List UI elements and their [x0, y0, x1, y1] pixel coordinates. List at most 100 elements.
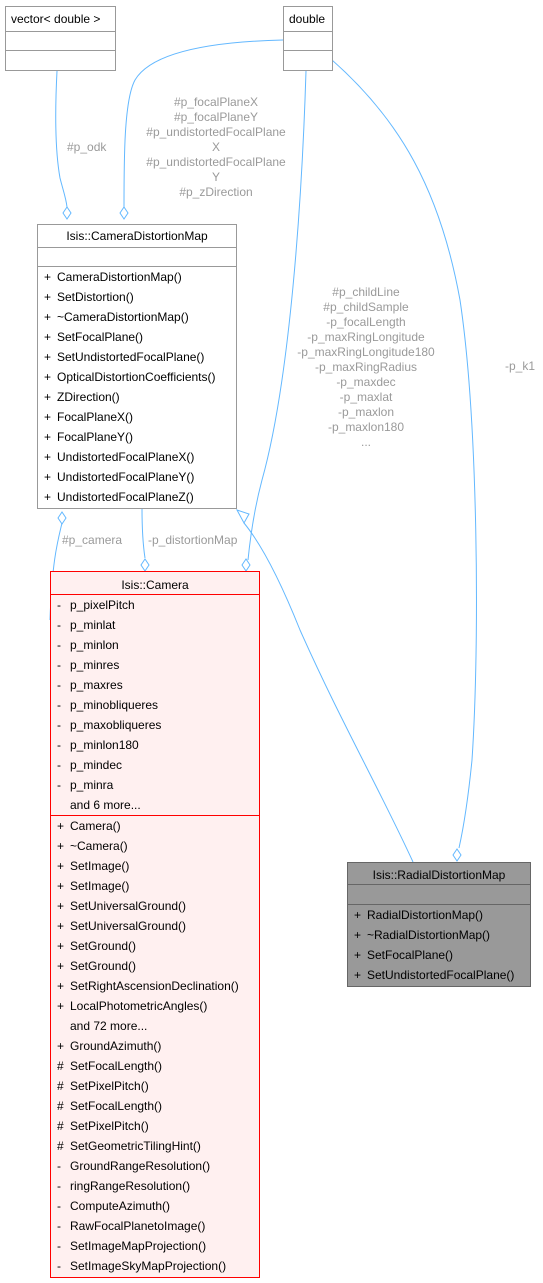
member-row[interactable]: +SetUndistortedFocalPlane()	[44, 349, 204, 365]
focal-label-line: #p_zDirection	[179, 185, 253, 199]
edge-focal-members	[123, 39, 284, 208]
member-name: SetUndistortedFocalPlane()	[367, 968, 515, 982]
member-row[interactable]: +ZDirection()	[44, 389, 120, 405]
camera-member-label-line: -p_maxlat	[339, 390, 393, 404]
node-radial-distortion-map[interactable]: Isis::RadialDistortionMap + RadialDistort…	[347, 862, 531, 987]
visibility-marker: +	[57, 919, 65, 933]
member-name: SetFocalLength()	[70, 1099, 163, 1113]
member-row[interactable]: +OpticalDistortionCoefficients()	[44, 369, 216, 385]
edge-p-distortionmap	[141, 507, 146, 559]
visibility-marker: +	[44, 450, 52, 464]
member-name: ringRangeResolution()	[70, 1179, 191, 1193]
visibility-marker: +	[57, 839, 65, 853]
member-name: ~Camera()	[70, 839, 128, 853]
member-name: SetPixelPitch()	[70, 1119, 149, 1133]
member-row[interactable]: -SetImageSkyMapProjection()	[57, 1258, 226, 1274]
member-name: ComputeAzimuth()	[70, 1199, 171, 1213]
divider	[51, 594, 259, 595]
member-row[interactable]: + RadialDistortionMap()	[354, 907, 483, 923]
member-row[interactable]: +CameraDistortionMap()	[44, 269, 182, 285]
member-row[interactable]: +SetUniversalGround()	[57, 898, 186, 914]
visibility-marker: +	[354, 908, 362, 922]
member-row[interactable]: -p_minobliqueres	[57, 697, 158, 713]
camera-member-label-line: #p_childLine	[332, 285, 400, 299]
member-row[interactable]: -p_minlat	[57, 617, 115, 633]
member-row[interactable]: +UndistortedFocalPlaneZ()	[44, 489, 194, 505]
member-name: RadialDistortionMap()	[367, 908, 484, 922]
member-row[interactable]: -p_minlon180	[57, 737, 139, 753]
member-row[interactable]: -RawFocalPlanetoImage()	[57, 1218, 205, 1234]
node-vector-double[interactable]: vector< double >	[5, 6, 116, 71]
member-row[interactable]: and 6 more...	[57, 797, 141, 813]
member-row[interactable]: #SetFocalLength()	[57, 1058, 162, 1074]
member-row[interactable]: -ComputeAzimuth()	[57, 1198, 170, 1214]
node-title: vector< double >	[11, 12, 101, 26]
visibility-marker: #	[57, 1139, 64, 1153]
member-row[interactable]: #SetPixelPitch()	[57, 1078, 149, 1094]
node-camera[interactable]: Isis::Camera -p_pixelPitch-p_minlat-p_mi…	[50, 571, 260, 1278]
member-row[interactable]: -p_minra	[57, 777, 113, 793]
visibility-marker: -	[57, 1259, 61, 1273]
member-name: SetGround()	[70, 959, 137, 973]
node-title: Isis::RadialDistortionMap	[372, 868, 506, 882]
member-row[interactable]: -p_minres	[57, 657, 119, 673]
member-row[interactable]: + SetGround()	[57, 958, 136, 974]
member-row[interactable]: +UndistortedFocalPlaneX()	[44, 449, 194, 465]
member-row[interactable]: #SetFocalLength()	[57, 1098, 162, 1114]
member-row[interactable]: #SetGeometricTilingHint()	[57, 1138, 201, 1154]
visibility-marker: +	[57, 959, 65, 973]
member-row[interactable]: +SetImage()	[57, 878, 129, 894]
member-row[interactable]: +Camera()	[57, 818, 121, 834]
member-name: SetPixelPitch()	[70, 1079, 149, 1093]
member-row[interactable]: +SetUniversalGround()	[57, 918, 186, 934]
visibility-marker: +	[44, 330, 52, 344]
member-row[interactable]: +~RadialDistortionMap()	[354, 927, 490, 943]
member-row[interactable]: -p_maxobliqueres	[57, 717, 161, 733]
member-name: p_minres	[70, 658, 120, 672]
member-row[interactable]: +SetImage()	[57, 858, 129, 874]
node-double[interactable]: double	[283, 6, 333, 71]
member-row[interactable]: + ~Camera()	[57, 838, 128, 854]
member-row[interactable]: -p_maxres	[57, 677, 123, 693]
member-row[interactable]: +FocalPlaneY()	[44, 429, 133, 445]
node-title: Isis::CameraDistortionMap	[66, 229, 208, 243]
member-row[interactable]: +~CameraDistortionMap()	[44, 309, 189, 325]
member-name: SetUndistortedFocalPlane()	[57, 350, 205, 364]
member-name: Camera()	[70, 819, 121, 833]
member-name: OpticalDistortionCoefficients()	[57, 370, 216, 384]
visibility-marker: +	[44, 430, 52, 444]
member-name: RawFocalPlanetoImage()	[70, 1219, 206, 1233]
divider	[284, 31, 332, 32]
member-name: ~RadialDistortionMap()	[367, 928, 491, 942]
visibility-marker: +	[44, 490, 52, 504]
member-row[interactable]: -SetImageMapProjection()	[57, 1238, 206, 1254]
member-row[interactable]: -p_mindec	[57, 757, 122, 773]
camera-member-label-line: -p_maxRingLongitude180	[297, 345, 435, 359]
divider	[38, 247, 236, 248]
member-row[interactable]: +GroundAzimuth()	[57, 1038, 161, 1054]
member-row[interactable]: +SetDistortion()	[44, 289, 134, 305]
member-row[interactable]: +SetUndistortedFocalPlane()	[354, 967, 514, 983]
member-row[interactable]: +SetFocalPlane()	[44, 329, 143, 345]
member-name: p_minobliqueres	[70, 698, 159, 712]
node-camera-distortion-map[interactable]: Isis::CameraDistortionMap +CameraDistort…	[37, 224, 237, 509]
member-row[interactable]: -p_minlon	[57, 637, 119, 653]
visibility-marker: +	[57, 879, 65, 893]
visibility-marker: -	[57, 1159, 61, 1173]
member-row[interactable]: +UndistortedFocalPlaneY()	[44, 469, 194, 485]
member-row[interactable]: +SetGround()	[57, 938, 136, 954]
member-row[interactable]: -GroundRangeResolution()	[57, 1158, 210, 1174]
member-row[interactable]: #SetPixelPitch()	[57, 1118, 149, 1134]
member-row[interactable]: -p_pixelPitch	[57, 597, 135, 613]
visibility-marker: -	[57, 1239, 61, 1253]
member-row[interactable]: +FocalPlaneX()	[44, 409, 133, 425]
member-row[interactable]: +LocalPhotometricAngles()	[57, 998, 207, 1014]
edge-p-k1	[331, 59, 477, 849]
member-row[interactable]: -ringRangeResolution()	[57, 1178, 190, 1194]
member-row[interactable]: +SetRightAscensionDeclination()	[57, 978, 239, 994]
visibility-marker: +	[44, 470, 52, 484]
visibility-marker: +	[44, 270, 52, 284]
member-row[interactable]: +SetFocalPlane()	[354, 947, 453, 963]
member-row[interactable]: and 72 more...	[57, 1018, 147, 1034]
visibility-marker: +	[57, 979, 65, 993]
